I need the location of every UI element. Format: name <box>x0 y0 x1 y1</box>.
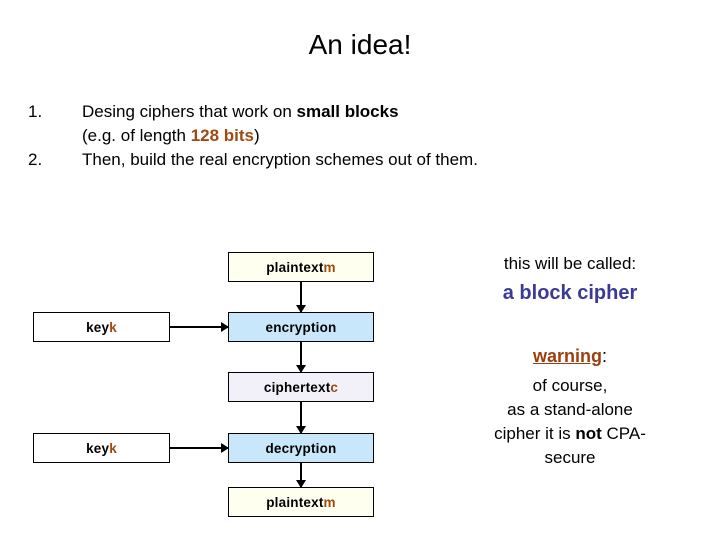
node-encryption: encryption <box>228 312 374 342</box>
note-body-not: not <box>575 424 602 443</box>
page-title: An idea! <box>308 29 412 60</box>
link-key-to-decryption <box>170 447 228 449</box>
note-warning-label: warning <box>532 346 602 366</box>
note-this-will-be-called: this will be called: <box>503 254 637 273</box>
node-key-bottom-label: key <box>86 440 110 456</box>
list-item-1-128-bits: 128 bits <box>190 126 254 145</box>
link-plaintext-to-encryption <box>300 282 302 312</box>
note-body-line-3-post: CPA- <box>601 424 646 443</box>
list-item-2-text: Then, build the real encryption schemes … <box>82 150 478 169</box>
link-key-to-encryption <box>170 326 228 328</box>
note-a-block-cipher: a block cipher <box>502 282 638 304</box>
list-item-1-line-1: Desing ciphers that work on small blocks <box>82 100 688 124</box>
node-ciphertext-var: c <box>330 379 339 395</box>
list-item-1-line-2-plain: (e.g. of length <box>82 126 191 145</box>
notes-panel: this will be called: a block cipher warn… <box>432 252 708 470</box>
list-item-1-small-blocks: small blocks <box>296 102 399 121</box>
list-item-2: 2. Then, build the real encryption schem… <box>28 148 688 172</box>
list-item-1-line-2: (e.g. of length 128 bits) <box>82 124 688 148</box>
list-item-1-line-2-post: ) <box>254 126 260 145</box>
node-ciphertext-label: ciphertext <box>263 379 331 395</box>
node-key-top: key k <box>33 312 170 342</box>
node-decryption-label: decryption <box>265 440 337 456</box>
node-key-bottom-var: k <box>109 440 117 456</box>
block-cipher-diagram: plaintext m key k encryption ciphertext … <box>0 0 430 540</box>
node-plaintext-bottom-label: plaintext <box>266 494 324 510</box>
note-body-line-2: as a stand-alone <box>507 400 633 419</box>
note-body-line-1: of course, <box>532 376 608 395</box>
bullet-list: 1. Desing ciphers that work on small blo… <box>28 100 688 172</box>
list-item-1-text: Desing ciphers that work on small blocks… <box>82 100 688 148</box>
node-plaintext-bottom: plaintext m <box>228 487 374 517</box>
node-encryption-label: encryption <box>265 319 337 335</box>
link-decryption-to-plaintext <box>300 463 302 487</box>
list-item-1: 1. Desing ciphers that work on small blo… <box>28 100 688 148</box>
node-key-top-label: key <box>86 319 110 335</box>
node-decryption: decryption <box>228 433 374 463</box>
link-encryption-to-ciphertext <box>300 342 302 372</box>
node-key-top-var: k <box>109 319 117 335</box>
note-body-line-3-pre: cipher it is <box>494 424 576 443</box>
node-plaintext-bottom-var: m <box>323 494 336 510</box>
note-body-line-3: cipher it is not CPA- <box>432 422 708 446</box>
note-warning-colon: : <box>602 346 608 366</box>
node-plaintext-top-var: m <box>323 259 336 275</box>
node-plaintext-top: plaintext m <box>228 252 374 282</box>
note-warning-body: of course, as a stand-alone cipher it is… <box>432 374 708 470</box>
link-ciphertext-to-decryption <box>300 402 302 433</box>
node-key-bottom: key k <box>33 433 170 463</box>
note-warning-line: warning: <box>432 344 708 368</box>
list-item-2-number: 2. <box>28 150 43 169</box>
list-item-1-number: 1. <box>28 102 43 121</box>
note-body-line-4: secure <box>544 448 596 467</box>
node-ciphertext: ciphertext c <box>228 372 374 402</box>
node-plaintext-top-label: plaintext <box>266 259 324 275</box>
list-item-1-line-1-plain: Desing ciphers that work on <box>82 102 297 121</box>
